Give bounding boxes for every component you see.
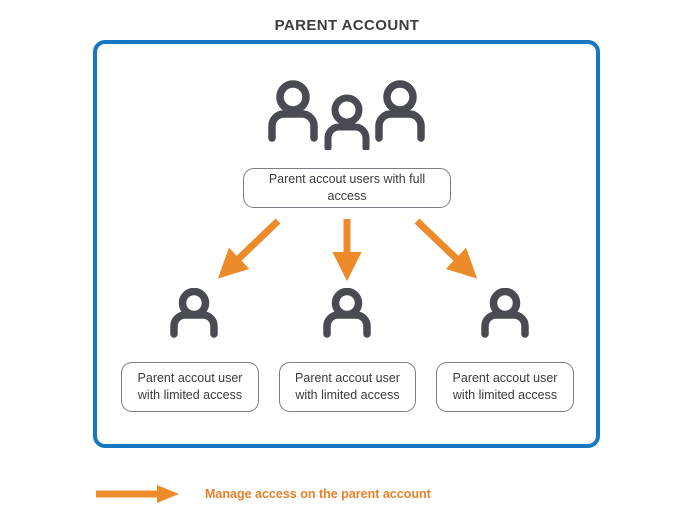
single-user-icon bbox=[477, 287, 533, 343]
single-user-icon bbox=[319, 287, 375, 343]
limited-access-line-2: with limited access bbox=[137, 388, 243, 402]
limited-access-line-2: with limited access bbox=[452, 388, 558, 402]
single-user-icon-svg bbox=[170, 287, 218, 338]
three-users-icon bbox=[262, 78, 432, 152]
full-access-label-box: Parent accout users with full access bbox=[243, 168, 451, 208]
limited-access-label-text: Parent accout user with limited access bbox=[138, 370, 243, 404]
legend-label: Manage access on the parent account bbox=[205, 487, 431, 501]
three-users-icon-svg bbox=[268, 80, 425, 152]
page-title: PARENT ACCOUNT bbox=[274, 17, 420, 34]
limited-access-label-box: Parent accout user with limited access bbox=[279, 362, 416, 412]
limited-access-label-box: Parent accout user with limited access bbox=[436, 362, 574, 412]
single-user-icon-svg bbox=[481, 287, 529, 338]
limited-access-line-1: Parent accout user bbox=[137, 371, 243, 385]
limited-access-line-2: with limited access bbox=[295, 388, 400, 402]
limited-access-label-text: Parent accout user with limited access bbox=[295, 370, 400, 404]
limited-access-line-1: Parent accout user bbox=[295, 371, 400, 385]
single-user-icon-svg bbox=[323, 287, 371, 338]
legend: Manage access on the parent account bbox=[93, 478, 513, 510]
single-user-icon bbox=[166, 287, 222, 343]
limited-access-label-box: Parent accout user with limited access bbox=[121, 362, 259, 412]
right-arrow-icon bbox=[96, 485, 179, 503]
limited-access-line-1: Parent accout user bbox=[452, 371, 558, 385]
limited-access-label-text: Parent accout user with limited access bbox=[453, 370, 558, 404]
full-access-label-text: Parent accout users with full access bbox=[268, 172, 426, 203]
